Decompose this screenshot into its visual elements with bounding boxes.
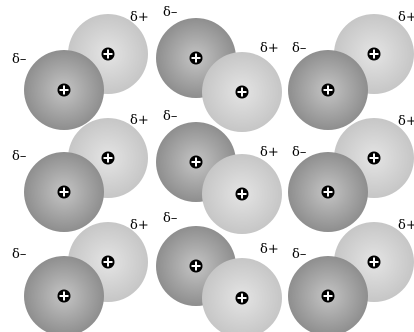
nucleus-icon [236, 86, 249, 99]
delta-plus-label: δ+ [260, 145, 279, 160]
nucleus-icon [190, 52, 203, 65]
nucleus-icon [322, 186, 335, 199]
nucleus-icon [190, 156, 203, 169]
molecule-r2-c1 [24, 118, 148, 232]
delta-minus-label: δ– [12, 247, 26, 262]
molecule-r2-c3 [288, 118, 414, 232]
nucleus-icon [102, 48, 115, 61]
delta-minus-label: δ– [292, 247, 306, 262]
delta-minus-label: δ– [163, 109, 177, 124]
delta-plus-label: δ+ [398, 114, 414, 129]
nucleus-icon [322, 290, 335, 303]
delta-plus-label: δ+ [260, 242, 279, 257]
delta-plus-label: δ+ [398, 10, 414, 25]
nucleus-icon [368, 152, 381, 165]
nucleus-icon [236, 292, 249, 305]
delta-plus-label: δ+ [130, 10, 149, 25]
delta-minus-label: δ– [163, 5, 177, 20]
nucleus-icon [58, 290, 71, 303]
nucleus-icon [236, 188, 249, 201]
nucleus-icon [322, 84, 335, 97]
nucleus-icon [368, 48, 381, 61]
delta-minus-label: δ– [12, 149, 26, 164]
delta-plus-label: δ+ [130, 113, 149, 128]
delta-minus-label: δ– [12, 52, 26, 67]
molecules-layer [24, 14, 414, 332]
nucleus-icon [58, 186, 71, 199]
molecule-r1-c3 [288, 14, 414, 130]
nucleus-icon [368, 256, 381, 269]
molecule-r3-c3 [288, 222, 414, 332]
delta-plus-label: δ+ [398, 218, 414, 233]
delta-minus-label: δ– [163, 211, 177, 226]
delta-minus-label: δ– [292, 41, 306, 56]
delta-plus-label: δ+ [130, 218, 149, 233]
nucleus-icon [102, 152, 115, 165]
delta-plus-label: δ+ [260, 41, 279, 56]
nucleus-icon [190, 260, 203, 273]
delta-minus-label: δ– [292, 145, 306, 160]
nucleus-icon [58, 84, 71, 97]
nucleus-icon [102, 256, 115, 269]
molecule-r3-c1 [24, 222, 148, 332]
